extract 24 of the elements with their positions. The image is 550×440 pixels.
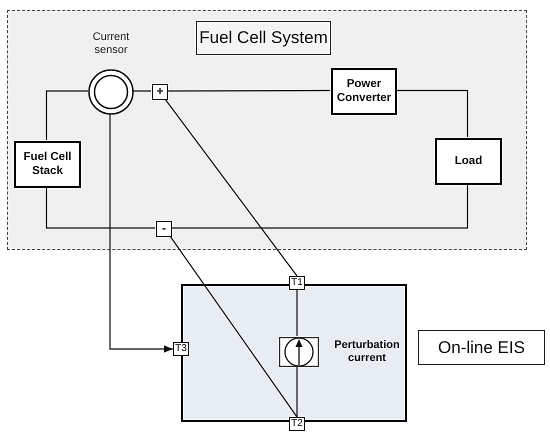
process-box: Fuel Cell Stack (14, 141, 81, 188)
symbol-caption: Perturbation current (333, 339, 401, 366)
wire (46, 187, 155, 229)
terminal-box: T3 (173, 342, 189, 356)
wire (132, 90, 151, 92)
label-box: On-line EIS (418, 330, 545, 365)
arrow (109, 113, 173, 353)
wire (167, 90, 330, 92)
wire (396, 90, 468, 137)
system-region (7, 10, 527, 250)
title-box: Fuel Cell System (196, 21, 331, 55)
terminal-box: - (156, 221, 172, 237)
terminal-box: T2 (289, 417, 305, 431)
wire (296, 364, 298, 417)
process-box: Power Converter (331, 68, 397, 115)
wire (46, 90, 88, 140)
wire (296, 290, 298, 336)
terminal-box: T1 (289, 276, 305, 290)
wire (164, 98, 298, 276)
terminal-box: + (152, 84, 168, 100)
process-box: Load (435, 138, 502, 185)
wire (170, 236, 298, 418)
wire (171, 184, 468, 229)
sensor-label: Current sensor (92, 31, 130, 58)
